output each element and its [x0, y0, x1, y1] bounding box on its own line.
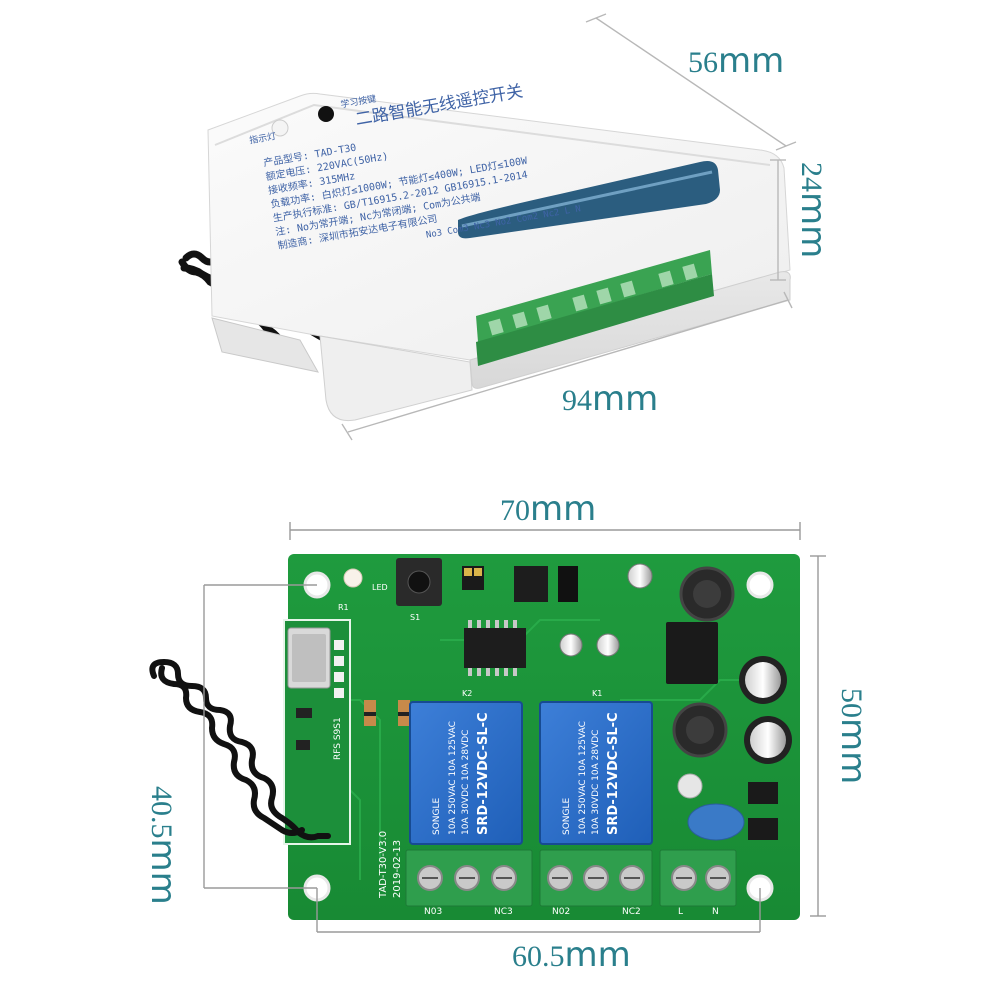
small-capacitors: [559, 563, 653, 657]
power-components: [672, 566, 792, 841]
dim-unit: mm: [833, 718, 873, 785]
x-capacitor: [687, 803, 745, 841]
relay-model: SRD-12VDC-SL-C: [476, 712, 491, 835]
ic-u1: [666, 622, 718, 684]
jumper-header: [462, 566, 484, 590]
silk-led: LED: [372, 583, 388, 592]
dim-hole-spacing-horizontal: 60.5mm: [512, 938, 631, 972]
relay-rating: 10A 30VDC 10A 28VDC: [461, 730, 471, 835]
dim-value: 60.5: [512, 940, 565, 973]
dim-unit: mm: [530, 489, 597, 529]
dim-unit: mm: [564, 935, 631, 975]
terminal-label: N03: [424, 907, 442, 917]
dim-value: 56: [688, 46, 718, 79]
dim-unit: mm: [718, 41, 785, 81]
mounting-hole: [746, 571, 774, 599]
terminal-label: N: [712, 907, 719, 917]
dim-unit: mm: [592, 379, 659, 419]
dim-value: 40.5: [145, 786, 178, 839]
relay-k1: SONGLE 10A 250VAC 10A 125VAC 10A 30VDC 1…: [539, 701, 653, 845]
ic-u2: [464, 628, 526, 668]
transistor: [558, 566, 578, 602]
enclosure: 指示灯 学习按键 二路智能无线遥控开关 产品型号: TAD-T30 额定电压: …: [178, 81, 791, 422]
relay-rating: 10A 30VDC 10A 28VDC: [591, 730, 601, 835]
mounting-tab: [211, 317, 319, 373]
dim-value: 24: [795, 162, 828, 192]
relay-brand: SONGLE: [562, 797, 572, 835]
silk-r1: R1: [338, 603, 349, 612]
dim-value: 70: [500, 494, 530, 527]
relay-rating: 10A 250VAC 10A 125VAC: [578, 721, 588, 835]
board-model: TAD-T30-V3.0: [378, 831, 389, 899]
indicator-led-hole: [271, 119, 289, 137]
diodes: [364, 700, 778, 840]
silk-k1: K1: [592, 689, 602, 698]
terminal-label: N02: [552, 907, 570, 917]
dim-unit: mm: [143, 838, 183, 905]
relay-model: SRD-12VDC-SL-C: [606, 712, 621, 835]
pcb-board: RFS S9S1 LED S1 R1: [149, 554, 800, 920]
silk-s1: S1: [410, 613, 420, 622]
relay-rating: 10A 250VAC 10A 125VAC: [448, 721, 458, 835]
rf-module-label: RFS S9S1: [333, 717, 343, 760]
case-front-right: [469, 271, 791, 389]
led: [343, 568, 363, 588]
silk-k2: K2: [462, 689, 472, 698]
dim-value: 94: [562, 384, 592, 417]
dimension-lines-bottom: [203, 522, 826, 933]
board-date: 2019-02-13: [392, 840, 403, 898]
terminal-label: NC2: [622, 907, 641, 917]
relay-brand: SONGLE: [432, 797, 442, 835]
terminal-label: NC3: [494, 907, 513, 917]
dim-board-height: 50mm: [833, 688, 873, 785]
terminal-label: L: [678, 907, 683, 917]
ic-u3: [514, 566, 548, 602]
terminal-blocks: N03 NC3 N02 NC2 L N: [405, 849, 737, 917]
dim-case-height: 24mm: [793, 162, 833, 259]
dimension-lines-top: [341, 13, 797, 441]
case-terminal-strip: [476, 250, 714, 366]
dim-value: 50: [835, 688, 868, 718]
mounting-holes: [303, 571, 774, 902]
antenna-coil-bottom: [149, 658, 331, 841]
learn-button: [318, 106, 334, 122]
dim-case-width: 56mm: [688, 44, 784, 78]
dim-board-width: 70mm: [500, 492, 596, 526]
relay-k2: SONGLE 10A 250VAC 10A 125VAC 10A 30VDC 1…: [409, 701, 523, 845]
dim-unit: mm: [793, 192, 833, 259]
case-front-left: [319, 335, 473, 422]
dim-hole-spacing-vertical: 40.5mm: [143, 786, 183, 905]
rf-receiver-module: RFS S9S1: [283, 619, 351, 845]
dim-case-length: 94mm: [562, 382, 658, 416]
